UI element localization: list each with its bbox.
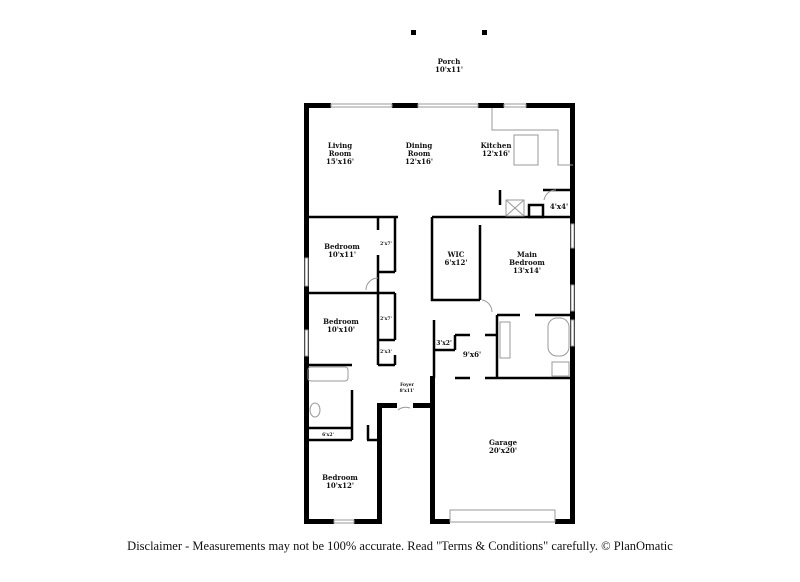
svg-text:Porch: Porch	[438, 57, 461, 66]
room-closet-3: 2'x3'	[380, 349, 392, 355]
svg-text:Bedroom: Bedroom	[509, 258, 545, 267]
svg-text:15'x16': 15'x16'	[326, 157, 354, 166]
svg-text:Kitchen: Kitchen	[481, 141, 512, 150]
windows	[304, 103, 575, 524]
svg-text:WIC: WIC	[447, 250, 465, 259]
svg-text:Dining: Dining	[406, 141, 433, 150]
svg-text:12'x16': 12'x16'	[482, 149, 510, 158]
svg-text:Bedroom: Bedroom	[323, 317, 359, 326]
svg-text:Room: Room	[408, 149, 431, 158]
svg-text:10'x10': 10'x10'	[327, 325, 355, 334]
fixtures	[307, 108, 573, 418]
room-laundry: 9'x6'	[463, 350, 481, 359]
svg-text:12'x16': 12'x16'	[405, 157, 433, 166]
svg-text:Living: Living	[328, 141, 352, 150]
svg-text:13'x14': 13'x14'	[513, 266, 541, 275]
svg-text:6'x12': 6'x12'	[444, 258, 467, 267]
room-closet-1: 2'x7'	[380, 241, 392, 247]
svg-text:10'x11': 10'x11'	[328, 250, 356, 259]
svg-text:10'x12': 10'x12'	[326, 481, 354, 490]
room-pantry: 4'x4'	[550, 202, 568, 211]
svg-text:Garage: Garage	[489, 438, 518, 447]
disclaimer: Disclaimer - Measurements may not be 100…	[127, 539, 673, 553]
exterior-walls	[304, 103, 575, 524]
room-closet-5: 6'x2'	[322, 432, 334, 438]
svg-text:Bedroom: Bedroom	[322, 473, 358, 482]
room-closet-2: 2'x7'	[380, 316, 392, 322]
svg-text:Foyer: Foyer	[400, 382, 414, 388]
room-closet-4: 3'x2'	[436, 340, 452, 347]
svg-text:Bedroom: Bedroom	[324, 242, 360, 251]
interior-walls	[305, 188, 573, 442]
svg-text:Main: Main	[517, 250, 537, 259]
porch-posts	[411, 30, 487, 35]
svg-text:20'x20': 20'x20'	[489, 446, 517, 455]
svg-text:Room: Room	[329, 149, 352, 158]
svg-text:10'x11': 10'x11'	[435, 65, 463, 74]
svg-text:8'x11': 8'x11'	[400, 388, 415, 394]
